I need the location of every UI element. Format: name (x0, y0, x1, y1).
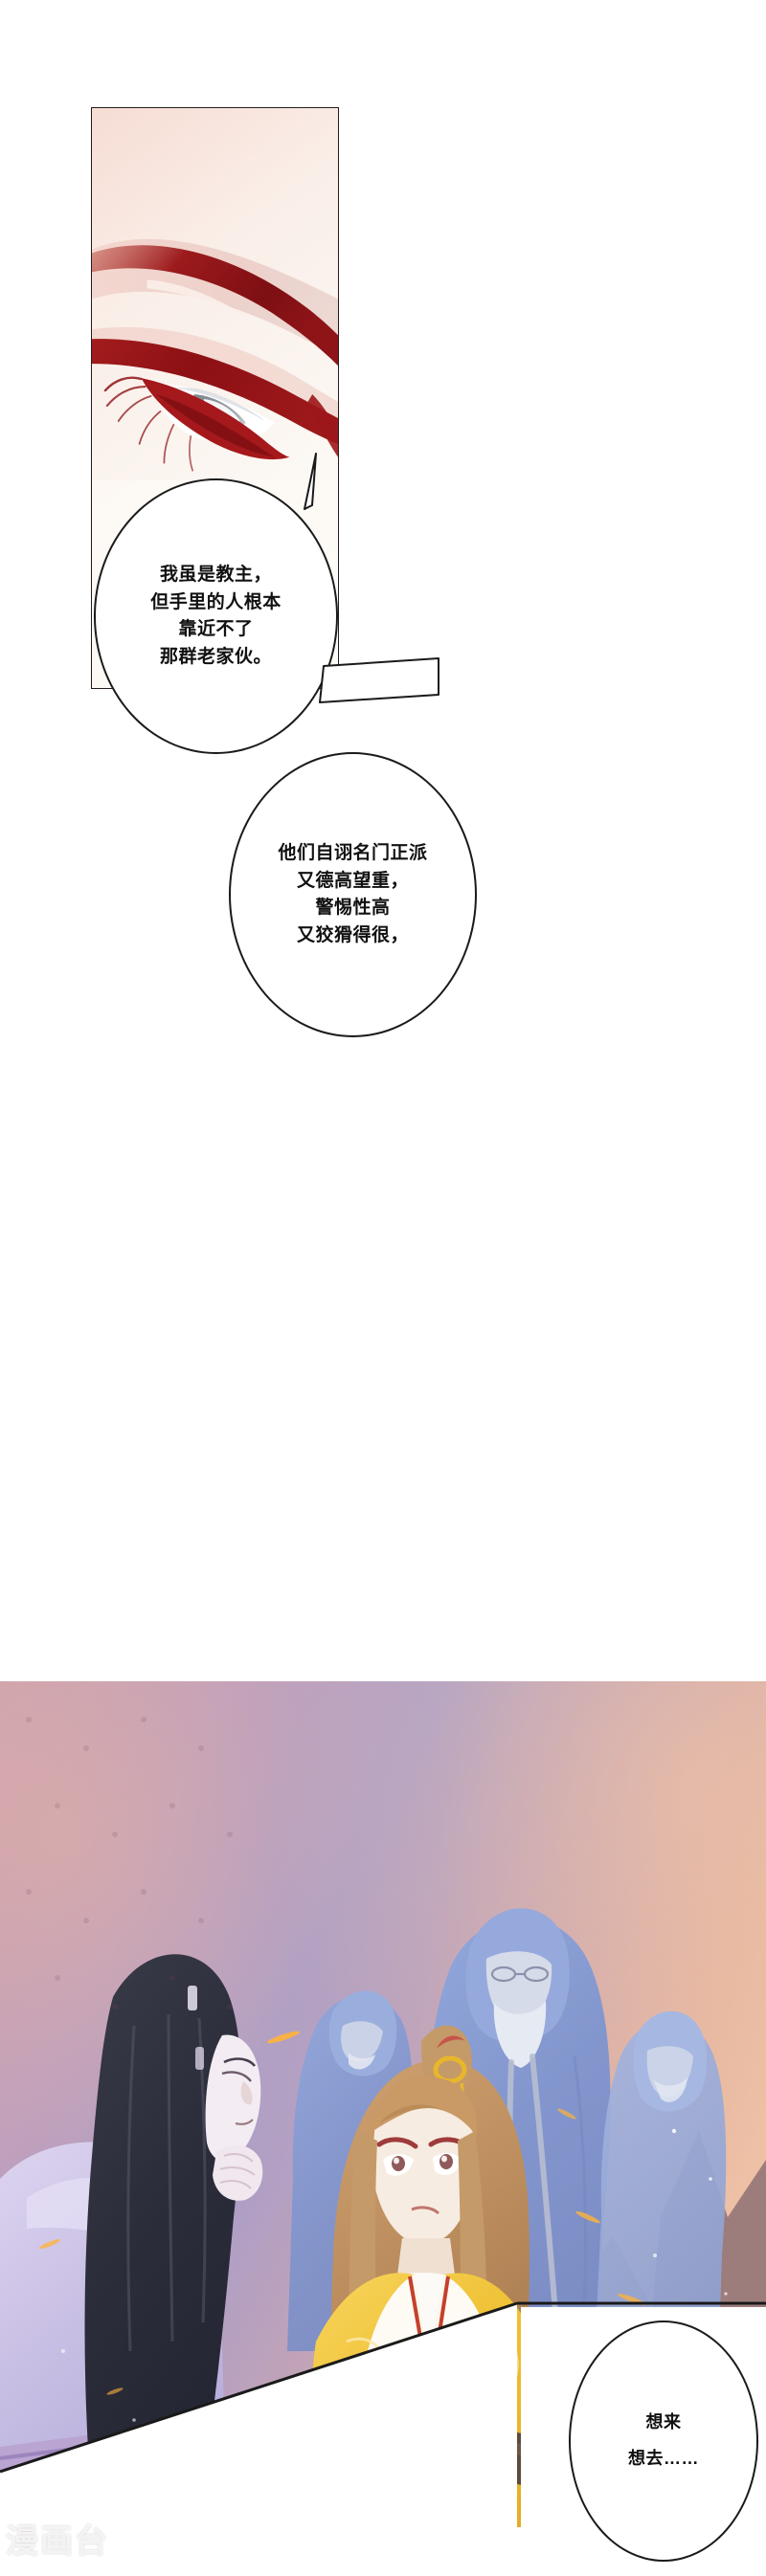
elder-centre-beard (493, 2001, 547, 2068)
elder-right-robe (594, 2019, 727, 2370)
speech-bubble-3: 想来 想去…… (569, 2321, 758, 2562)
lash-line-shadow (156, 394, 275, 457)
upper-lid-wash (92, 326, 338, 425)
speech-bubble-2: 他们自诩名门正派 又德高望重， 警惕性高 又狡猾得很， (229, 752, 477, 1037)
site-watermark: 漫画台 (6, 2523, 109, 2560)
elder-centre-glasses (490, 1965, 550, 1983)
girl-face (372, 2083, 475, 2245)
panel-group-scene (0, 1681, 766, 2527)
halftone-texture (26, 1717, 233, 2010)
girl-mouth (411, 2206, 440, 2215)
speech-bubble-1: 我虽是教主， 但手里的人根本 靠近不了 那群老家伙。 (94, 478, 338, 754)
sclera-shadow (160, 387, 265, 421)
man-left-eye (221, 2071, 252, 2082)
speech-bubble-1-text: 我虽是教主， 但手里的人根本 靠近不了 那群老家伙。 (150, 565, 282, 667)
panel-bottom-edge-line (0, 2301, 518, 2474)
group-scene-artwork (0, 1681, 766, 2527)
elder-back-left-beard (349, 2053, 375, 2070)
brow-tail-right (306, 394, 338, 457)
lower-lash-line (141, 378, 290, 460)
man-left-fingers (219, 2153, 256, 2189)
elder-back-left-face (341, 2021, 383, 2062)
girl-neck (396, 2238, 456, 2282)
speech-bubble-2-text: 他们自诩名门正派 又德高望重， 警惕性高 又狡猾得很， (278, 843, 428, 945)
man-left-face (205, 2034, 261, 2162)
girl-eyes (383, 2152, 462, 2176)
eyelashes (103, 376, 194, 472)
man-left-nose (240, 2081, 253, 2105)
eyebrow-stroke (92, 245, 338, 366)
speech-bubble-3-text: 想来 想去…… (628, 2412, 699, 2468)
brow-highlight (146, 279, 252, 321)
man-left-hair-ornament (188, 1986, 204, 2070)
man-left-brow (223, 2057, 257, 2067)
elder-right-beard (653, 2077, 687, 2102)
girl-bangs-shadow (379, 2104, 439, 2123)
upper-eyelid (92, 339, 338, 444)
panel-bottom-white-wedge (0, 2303, 517, 2527)
elder-centre-face (485, 1951, 552, 2024)
man-left-mouth (235, 2119, 254, 2125)
